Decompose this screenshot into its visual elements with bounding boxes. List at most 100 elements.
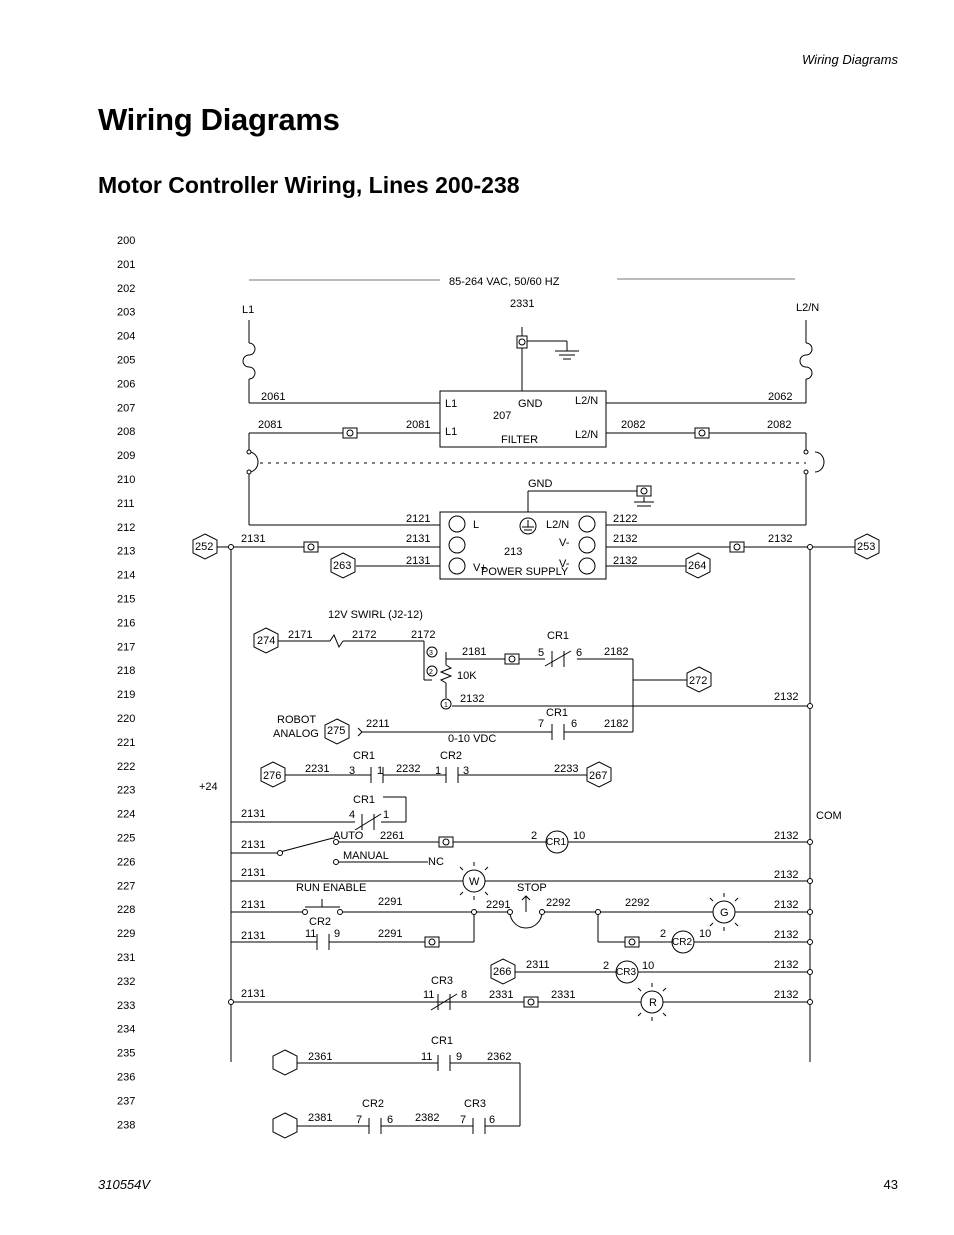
- wire-label: 2131: [406, 555, 430, 567]
- terminal-2331: [516, 335, 528, 349]
- wire-label: 2211: [366, 718, 390, 730]
- contact-label: CR3: [431, 975, 453, 987]
- line-number: 210: [117, 474, 135, 486]
- wire-label: 2291: [486, 899, 510, 911]
- contact-cr1-4-1: [354, 813, 382, 831]
- hex-label: 275: [327, 725, 345, 737]
- wire-label: 2062: [768, 391, 792, 403]
- contact-label: CR3: [464, 1098, 486, 1110]
- pin-label: 7: [356, 1114, 362, 1126]
- pin-label: 2: [660, 928, 666, 940]
- lamp-r-icon: [633, 983, 671, 1021]
- filter-l2n-label: L2/N: [575, 395, 598, 407]
- line-number: 202: [117, 283, 135, 295]
- wire-label: 2331: [551, 989, 575, 1001]
- pin-label: 7: [460, 1114, 466, 1126]
- wire-label: 2132: [774, 929, 798, 941]
- contact-label: CR1: [431, 1035, 453, 1047]
- wire-label: 2331: [489, 989, 513, 1001]
- line-number: 211: [117, 498, 135, 510]
- wire-label: 2381: [308, 1112, 332, 1124]
- contact-cr3-7-6: [472, 1118, 486, 1134]
- supply-label: 85-264 VAC, 50/60 HZ: [449, 276, 560, 288]
- plus24-label: +24: [199, 781, 218, 793]
- coil-label: CR3: [616, 967, 636, 978]
- contact-label: CR1: [353, 750, 375, 762]
- line-number: 203: [117, 307, 135, 319]
- lamp-g-icon: [705, 893, 743, 931]
- ps-vminus-label: V-: [559, 537, 570, 549]
- pin-label: 5: [538, 647, 544, 659]
- terminal-2081: [342, 427, 358, 439]
- pin-label: 6: [576, 647, 582, 659]
- wire-label: 2382: [415, 1112, 439, 1124]
- pin-label: 6: [571, 718, 577, 730]
- components: [192, 335, 880, 1139]
- line-number: 212: [117, 522, 135, 534]
- line-number: 201: [117, 259, 135, 271]
- wire-label: 2233: [554, 763, 578, 775]
- line-number: 205: [117, 355, 135, 367]
- line-number: 238: [117, 1119, 135, 1131]
- ref-hex-263: [330, 552, 356, 579]
- line-number: 208: [117, 426, 135, 438]
- line-number: 227: [117, 880, 135, 892]
- ref-hex-238: [272, 1112, 298, 1139]
- line-number: 217: [117, 641, 135, 653]
- wire-label: 2131: [241, 839, 265, 851]
- line-number: 235: [117, 1048, 135, 1060]
- pin-label: 3: [463, 765, 469, 777]
- terminal-2331b: [523, 996, 539, 1008]
- contact-label: CR2: [309, 916, 331, 928]
- wire-label: 2361: [308, 1051, 332, 1063]
- wire-label: 2131: [241, 899, 265, 911]
- line-number: 207: [117, 402, 135, 414]
- line-number: 220: [117, 713, 135, 725]
- contact-label: CR2: [440, 750, 462, 762]
- lamp-label: G: [720, 907, 729, 919]
- wire-label: 2232: [396, 763, 420, 775]
- gnd-label: GND: [528, 478, 553, 490]
- contact-cr1-7-6: [551, 724, 565, 740]
- filter-l1-label: L1: [445, 426, 457, 438]
- filter-gnd-label: GND: [518, 398, 543, 410]
- wire-label: 2081: [258, 419, 282, 431]
- line-number: 200: [117, 235, 135, 247]
- coil-label: CR2: [672, 937, 692, 948]
- wire-label: 2132: [613, 533, 637, 545]
- pin-label: 11: [423, 989, 434, 1001]
- wires: [217, 278, 856, 1127]
- wire-label: 2082: [767, 419, 791, 431]
- ref-hex-267: [586, 761, 612, 788]
- wire-label: 2171: [288, 629, 312, 641]
- pin-label: 8: [461, 989, 467, 1001]
- terminal-2261: [438, 836, 454, 848]
- line-number: 234: [117, 1024, 135, 1036]
- pin-label: 1: [383, 809, 389, 821]
- ref-hex-252: [192, 533, 218, 560]
- wire-label: 2182: [604, 718, 628, 730]
- terminal-2131: [303, 541, 319, 553]
- wire-label: 2132: [460, 693, 484, 705]
- lamp-label: R: [649, 997, 657, 1009]
- wire-label: 2131: [241, 533, 265, 545]
- contact-cr2-11-9: [316, 934, 330, 950]
- line-number: 216: [117, 617, 135, 629]
- pin-label: 2: [429, 669, 433, 676]
- l1-label: L1: [242, 304, 254, 316]
- pin-label: 11: [305, 928, 316, 940]
- filter-box: [439, 390, 607, 448]
- ref-hex-274: [253, 627, 279, 654]
- diagram-labels: 85-264 VAC, 50/60 HZ L1 L2/N 2331 2061 2…: [195, 276, 875, 1126]
- line-number: 228: [117, 904, 135, 916]
- line-number: 224: [117, 809, 135, 821]
- ref-hex-275: [324, 718, 350, 745]
- pin-label: 3: [429, 650, 433, 657]
- wire-label: 2292: [625, 897, 649, 909]
- wire-label: 2291: [378, 928, 402, 940]
- ground-icon: [519, 517, 537, 535]
- wire-label: 2261: [380, 830, 404, 842]
- line-number: 229: [117, 928, 135, 940]
- wire-label: 2122: [613, 513, 637, 525]
